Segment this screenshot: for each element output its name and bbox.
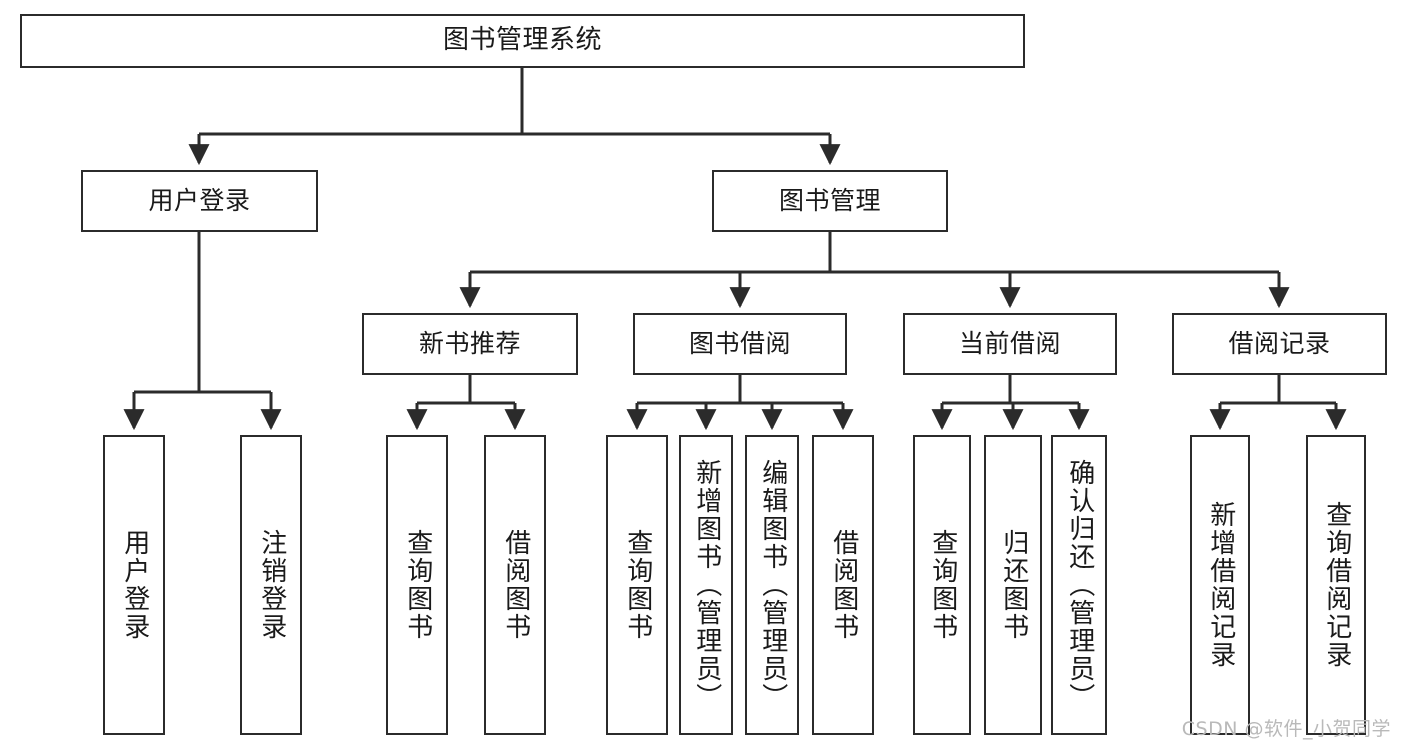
node-root-system[interactable]: 图书管理系统 — [20, 14, 1025, 68]
node-label: 编辑图书（管理员） — [757, 459, 788, 711]
node-label: 当前借阅 — [958, 329, 1061, 358]
leaf-query-book-current[interactable]: 查询图书 — [913, 435, 971, 735]
node-book-borrow[interactable]: 图书借阅 — [633, 313, 847, 375]
leaf-query-borrow-record[interactable]: 查询借阅记录 — [1306, 435, 1366, 735]
node-label: 查询图书 — [927, 529, 958, 641]
node-label: 用户登录 — [148, 186, 251, 215]
node-label: 确认归还（管理员） — [1064, 459, 1095, 711]
node-label: 新增借阅记录 — [1205, 501, 1236, 669]
leaf-user-logout[interactable]: 注销登录 — [240, 435, 302, 735]
leaf-return-book[interactable]: 归还图书 — [984, 435, 1042, 735]
node-label: 图书借阅 — [688, 329, 791, 358]
leaf-query-book-borrow[interactable]: 查询图书 — [606, 435, 668, 735]
leaf-borrow-book-newbook[interactable]: 借阅图书 — [484, 435, 546, 735]
node-label: 图书管理 — [778, 186, 881, 215]
node-current-borrow[interactable]: 当前借阅 — [903, 313, 1117, 375]
node-label: 查询借阅记录 — [1321, 501, 1352, 669]
leaf-confirm-return-admin[interactable]: 确认归还（管理员） — [1051, 435, 1107, 735]
node-label: 归还图书 — [998, 529, 1029, 641]
node-label: 注销登录 — [256, 529, 287, 641]
watermark-text: CSDN @软件_小贺同学 — [1181, 718, 1391, 740]
leaf-user-login[interactable]: 用户登录 — [103, 435, 165, 735]
node-borrow-records[interactable]: 借阅记录 — [1172, 313, 1387, 375]
leaf-query-book-newbook[interactable]: 查询图书 — [386, 435, 448, 735]
node-label: 借阅图书 — [828, 529, 859, 641]
leaf-edit-book-admin[interactable]: 编辑图书（管理员） — [745, 435, 799, 735]
node-label: 查询图书 — [622, 529, 653, 641]
node-label: 借阅图书 — [500, 529, 531, 641]
leaf-add-book-admin[interactable]: 新增图书（管理员） — [679, 435, 733, 735]
node-new-book-recommend[interactable]: 新书推荐 — [362, 313, 578, 375]
node-user-login[interactable]: 用户登录 — [81, 170, 318, 232]
node-book-management[interactable]: 图书管理 — [712, 170, 948, 232]
node-label: 图书管理系统 — [442, 25, 602, 56]
node-label: 查询图书 — [402, 529, 433, 641]
leaf-lend-book[interactable]: 借阅图书 — [812, 435, 874, 735]
leaf-add-borrow-record[interactable]: 新增借阅记录 — [1190, 435, 1250, 735]
node-label: 借阅记录 — [1228, 329, 1331, 358]
node-label: 新书推荐 — [418, 329, 521, 358]
node-label: 新增图书（管理员） — [691, 459, 722, 711]
node-label: 用户登录 — [119, 529, 150, 641]
